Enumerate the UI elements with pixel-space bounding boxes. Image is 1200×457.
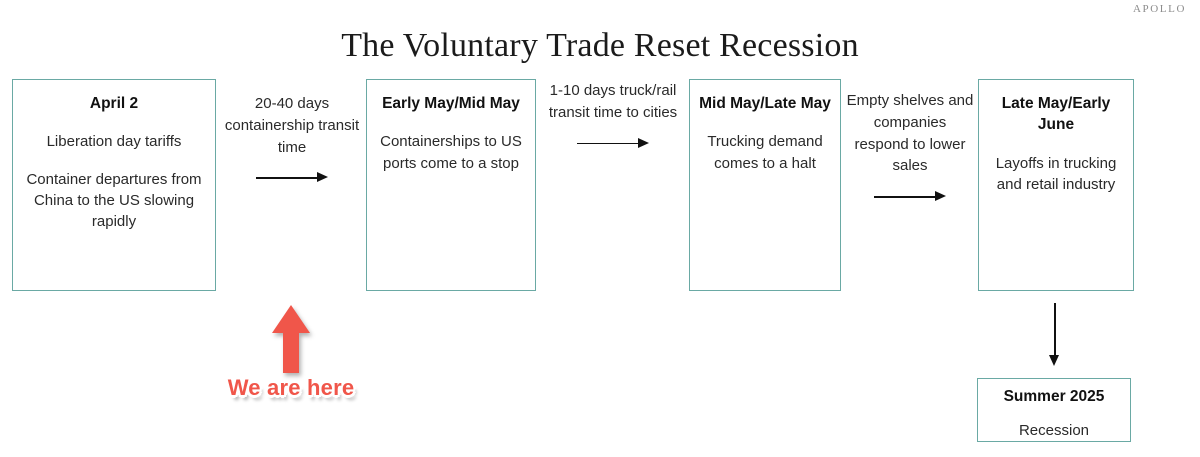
we-are-here-marker: We are here [205,303,377,413]
stage-heading: Mid May/Late May [699,95,831,112]
we-are-here-label: We are here [227,375,355,400]
stage-line: Trucking demand comes to a halt [707,133,823,172]
connector-2: 1-10 days truck/rail transit time to cit… [543,80,683,150]
stage-box-april-2: April 2 Liberation day tariffs Container… [12,79,216,291]
connector-label: Empty shelves and companies respond to l… [846,92,974,175]
stage-line: Layoffs in trucking and retail industry [995,154,1117,194]
stage-line: Container departures from China to the U… [26,170,202,231]
arrow-right-icon [577,137,649,150]
connector-1: 20-40 days containership transit time [222,93,362,184]
stage-heading: Early May/Mid May [382,95,520,112]
outcome-body: Recession [1018,422,1090,440]
stage-box-late-may: Late May/Early June Layoffs in trucking … [978,79,1134,291]
arrow-right-icon [874,191,946,203]
arrow-down-icon [1048,303,1062,369]
outcome-heading: Summer 2025 [1003,388,1105,405]
connector-label: 1-10 days truck/rail transit time to cit… [548,82,678,121]
stage-heading: April 2 [89,95,139,112]
page-title: The Voluntary Trade Reset Recession [341,27,859,64]
apollo-logo: APOLLO [1133,3,1186,15]
connector-3: Empty shelves and companies respond to l… [846,90,974,203]
stage-heading: Late May/Early June [1001,95,1111,134]
stage-line: Liberation day tariffs [46,133,182,151]
stage-box-early-may: Early May/Mid May Containerships to US p… [366,79,536,291]
arrow-up-icon [272,305,310,373]
arrow-right-icon [256,172,328,184]
stage-box-mid-may: Mid May/Late May Trucking demand comes t… [689,79,841,291]
stage-line: Containerships to US ports come to a sto… [380,133,522,172]
stage-box-summer-2025: Summer 2025 Recession [977,378,1131,442]
connector-label: 20-40 days containership transit time [224,95,360,156]
